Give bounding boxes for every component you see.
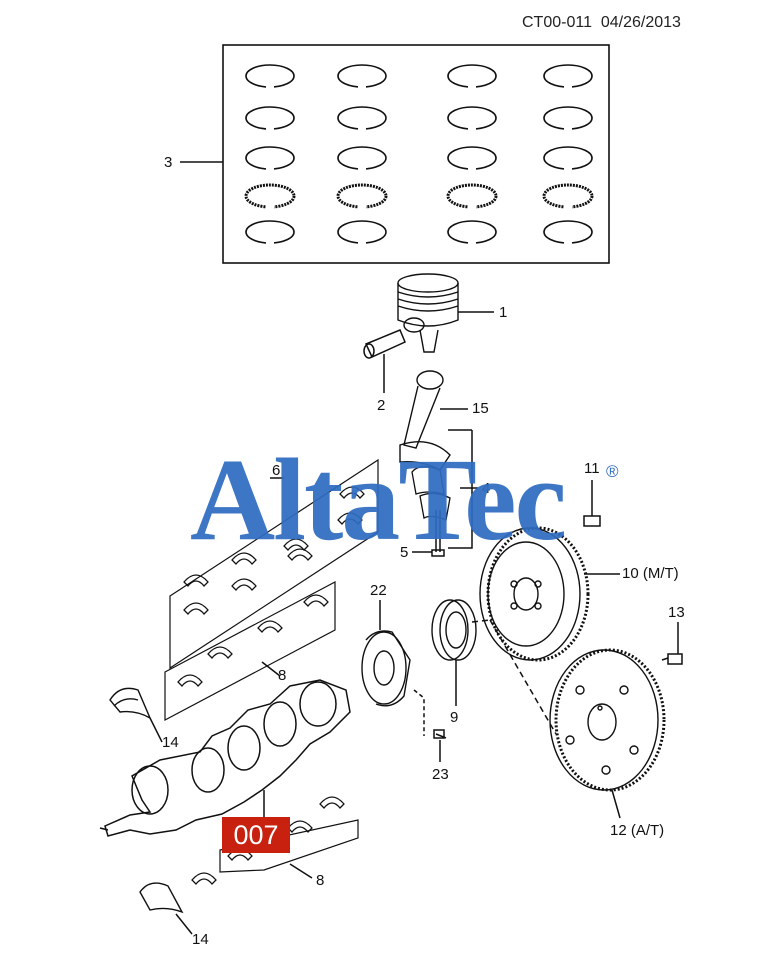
callout-8-lower: 8	[316, 872, 325, 889]
piston-ring	[245, 146, 295, 170]
bearing-shell	[231, 578, 257, 591]
piston-ring	[447, 220, 497, 244]
callout-2: 2	[377, 397, 386, 414]
piston-ring	[245, 64, 295, 88]
callout-23: 23	[432, 766, 449, 783]
callout-3: 3	[164, 154, 173, 171]
lower-bearing-panel-2	[219, 819, 359, 873]
piston-ring	[446, 183, 498, 209]
rear-oil-seal	[431, 599, 477, 661]
bearing-shell	[207, 646, 233, 659]
callout-12: 12 (A/T)	[610, 822, 665, 839]
piston-ring	[245, 220, 295, 244]
flywheel-bolt	[583, 515, 601, 527]
piston-ring	[337, 220, 387, 244]
piston-ring	[543, 106, 593, 130]
callout-1: 1	[499, 304, 508, 321]
callout-14-lower: 14	[192, 931, 209, 948]
crankshaft-sprocket	[361, 630, 411, 707]
rod-bolt	[431, 510, 445, 557]
piston-ring	[245, 106, 295, 130]
main-bearing-panel	[169, 458, 379, 670]
piston-ring	[543, 220, 593, 244]
callout-11: 11	[584, 460, 600, 477]
part-number-badge: 007	[222, 817, 290, 853]
bearing-shell	[319, 796, 345, 809]
callout-14-upper: 14	[162, 734, 179, 751]
bearing-shell	[183, 602, 209, 615]
piston-pin	[363, 329, 406, 359]
bearing-shell	[177, 674, 203, 687]
piston-ring	[447, 64, 497, 88]
piston-ring	[336, 183, 388, 209]
thrust-washer-lower	[139, 882, 184, 914]
callout-22: 22	[370, 582, 387, 599]
callout-10: 10 (M/T)	[622, 565, 679, 582]
piston-ring	[447, 106, 497, 130]
lower-bearing-panel	[164, 581, 336, 721]
bearing-shell	[257, 620, 283, 633]
piston	[397, 273, 459, 353]
registered-mark: ®	[606, 462, 619, 481]
bearing-shell	[231, 552, 257, 565]
doc-date: 04/26/2013	[600, 14, 681, 31]
drive-plate-bolt	[661, 653, 683, 665]
piston-ring	[244, 183, 296, 209]
document-id-date: CT00-011 04/26/2013	[522, 14, 681, 32]
callout-9: 9	[450, 709, 459, 726]
bearing-shell	[191, 872, 217, 885]
callout-15: 15	[472, 400, 489, 417]
piston-ring	[337, 64, 387, 88]
rod-bearing-caps	[411, 465, 451, 521]
piston-ring	[337, 106, 387, 130]
bearing-shell	[339, 486, 365, 499]
leader-8b	[289, 863, 313, 879]
leader-12	[611, 789, 621, 819]
piston-ring	[447, 146, 497, 170]
bearing-shell	[337, 512, 363, 525]
flywheel-dash-link	[489, 619, 557, 735]
piston-ring	[543, 146, 593, 170]
flywheel-manual	[479, 526, 590, 662]
thrust-washer-upper	[109, 687, 152, 720]
callout-13: 13	[668, 604, 685, 621]
sprocket-bolt	[433, 729, 447, 739]
callout-8-upper: 8	[278, 667, 287, 684]
crankshaft	[99, 679, 351, 837]
leader-23-dashed	[413, 689, 425, 736]
leader-8a	[261, 661, 281, 677]
callout-6: 6	[272, 462, 281, 479]
bearing-shell	[287, 548, 313, 561]
piston-ring-grid	[244, 64, 594, 245]
piston-ring	[543, 64, 593, 88]
leader-14a	[149, 717, 163, 743]
leader-4-bracket	[448, 430, 473, 549]
piston-ring	[542, 183, 594, 209]
piston-ring-set-box	[222, 44, 610, 264]
doc-id: CT00-011	[522, 14, 592, 31]
piston-ring	[337, 146, 387, 170]
leader-14b	[175, 913, 193, 935]
bearing-shell	[303, 594, 329, 607]
callout-4: 4	[482, 480, 491, 497]
bearing-shell	[183, 574, 209, 587]
bearing-shell	[287, 820, 313, 833]
drive-plate-automatic	[549, 648, 666, 792]
callout-5: 5	[400, 544, 409, 561]
watermark-logo: AltaTec	[190, 434, 567, 565]
